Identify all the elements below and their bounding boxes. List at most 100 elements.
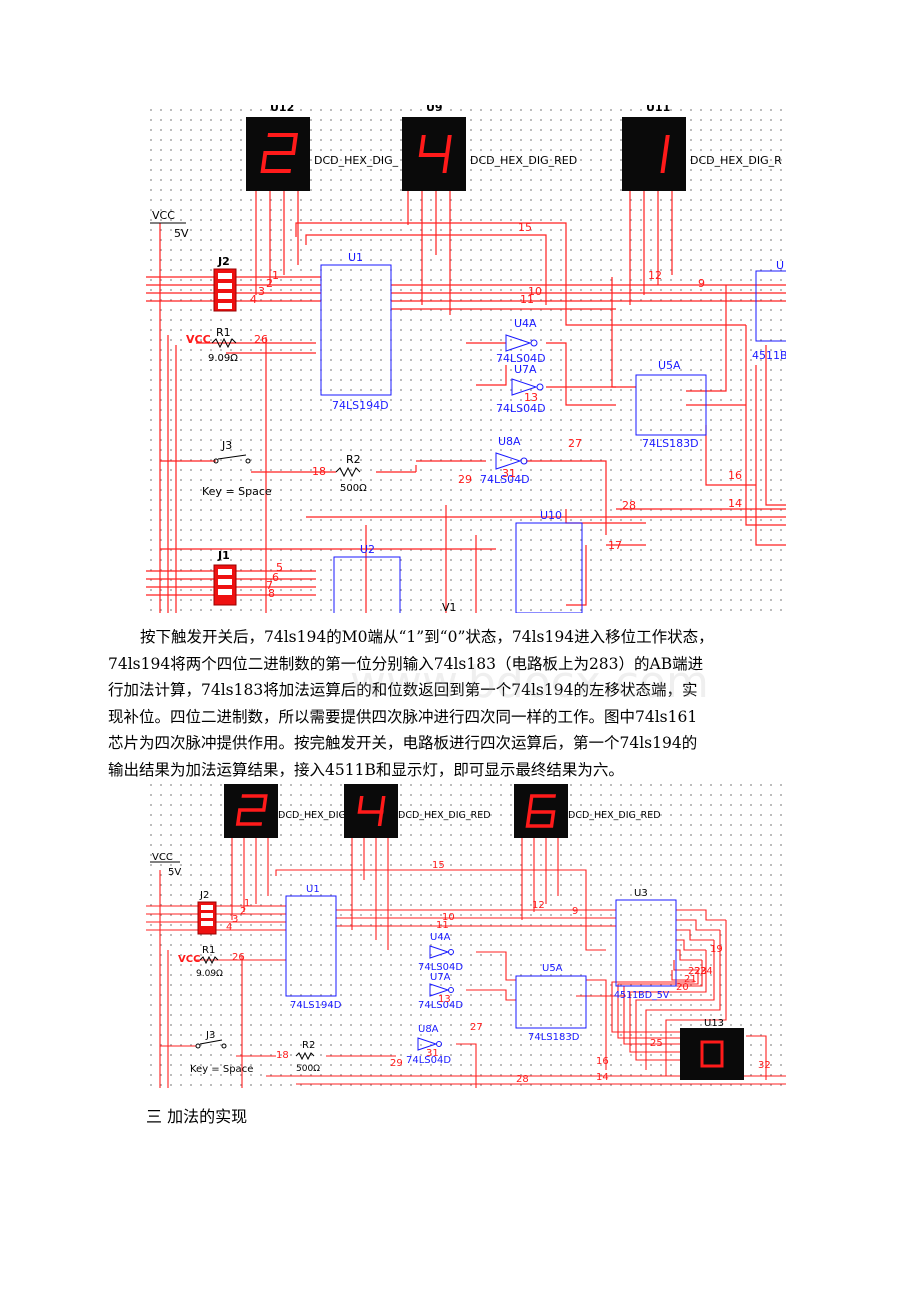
svg-text:31: 31 bbox=[502, 467, 516, 480]
resistor-r2: R2 500Ω bbox=[335, 453, 367, 494]
chip-part: 74LS194D bbox=[290, 1000, 342, 1011]
circuit-diagram-1: U12 DCD_HEX_DIG_ U9 DCD_HEX_DIG_RED U11 … bbox=[146, 105, 786, 613]
svg-text:1: 1 bbox=[244, 898, 250, 909]
svg-text:3: 3 bbox=[232, 914, 238, 925]
svg-text:11: 11 bbox=[520, 293, 534, 306]
display-u13: U13 bbox=[680, 1018, 744, 1080]
inverter-u4a: U4A 74LS04D bbox=[496, 317, 546, 365]
svg-text:2: 2 bbox=[240, 906, 246, 917]
display-label: DCD_HEX_DIG_RED bbox=[398, 810, 491, 821]
circuit-diagram-2: DCD_HEX_DIG_ DCD_HEX_DIG_RED DCD_HEX_DIG… bbox=[146, 784, 786, 1088]
svg-text:12: 12 bbox=[532, 900, 545, 911]
svg-text:15: 15 bbox=[432, 860, 445, 871]
chip-ref: U5A bbox=[542, 963, 563, 974]
resistor-r1: VCC R1 9.09Ω bbox=[178, 945, 223, 979]
schematic-figure-2: DCD_HEX_DIG_ DCD_HEX_DIG_RED DCD_HEX_DIG… bbox=[146, 780, 786, 1088]
svg-text:7: 7 bbox=[266, 579, 273, 592]
svg-text:10: 10 bbox=[528, 285, 542, 298]
chip-part: 74LS04D bbox=[496, 402, 546, 415]
dip-switch-j1: J1 bbox=[213, 549, 237, 606]
display-label: DCD_HEX_DIG_R bbox=[690, 154, 782, 167]
r1-ref: R1 bbox=[202, 945, 215, 956]
chip-u2: U2 bbox=[333, 543, 401, 613]
display-label: DCD_HEX_DIG_RED bbox=[470, 154, 577, 167]
resistor-r1: VCC R1 9.09Ω bbox=[186, 326, 238, 364]
chip-u1: U1 74LS194D bbox=[320, 251, 392, 412]
r1-supply: VCC bbox=[178, 954, 200, 965]
chip-u10: U10 bbox=[515, 509, 583, 613]
svg-text:13: 13 bbox=[524, 391, 538, 404]
svg-text:16: 16 bbox=[728, 469, 742, 482]
dip-switch-j2: J2 bbox=[213, 255, 237, 312]
chip-ref: U13 bbox=[704, 1018, 724, 1029]
section-heading: 三 加法的实现 bbox=[146, 1107, 248, 1126]
svg-text:28: 28 bbox=[622, 499, 636, 512]
display-1: DCD_HEX_DIG_ bbox=[224, 784, 351, 838]
vcc-value: 5V bbox=[168, 867, 181, 878]
svg-text:3: 3 bbox=[258, 285, 265, 298]
r2-ref: R2 bbox=[302, 1040, 315, 1051]
svg-text:4: 4 bbox=[250, 293, 257, 306]
inverter-u7a: U7A 74LS04D bbox=[496, 363, 546, 415]
paragraph-line: 74ls194将两个四位二进制数的第一位分别输入74ls183（电路板上为283… bbox=[108, 654, 704, 673]
chip-ref: U4A bbox=[430, 932, 451, 943]
chip-ref: U2 bbox=[360, 543, 375, 556]
chip-part: 74LS194D bbox=[332, 399, 389, 412]
j1-label: J1 bbox=[217, 549, 230, 562]
svg-text:18: 18 bbox=[312, 465, 326, 478]
svg-text:10: 10 bbox=[442, 912, 455, 923]
svg-text:24: 24 bbox=[700, 966, 713, 977]
wire-net bbox=[146, 838, 786, 1088]
chip-u3: U3 4511BD_5V bbox=[614, 888, 677, 1001]
vcc-label: VCC bbox=[152, 852, 173, 863]
chip-part: 74LS183D bbox=[642, 437, 699, 450]
chip-u5a: U5A 74LS183D bbox=[515, 963, 587, 1043]
chip-ref: U7A bbox=[514, 363, 537, 376]
inverter-u4a: U4A 74LS04D bbox=[418, 932, 463, 973]
v1-label: V1 bbox=[442, 601, 457, 613]
r1-value: 9.09Ω bbox=[196, 969, 223, 979]
vcc-source: VCC 5V bbox=[150, 852, 181, 878]
display-label: DCD_HEX_DIG_ bbox=[278, 810, 351, 821]
chip-u1: U1 74LS194D bbox=[285, 884, 342, 1011]
inverter-u8a: U8A 74LS04D bbox=[406, 1024, 451, 1066]
r1-ref: R1 bbox=[216, 326, 231, 339]
paragraph-line: 行加法计算，74ls183将加法运算后的和位数返回到第一个74ls194的左移状… bbox=[108, 681, 698, 699]
j3-key-label: Key = Space bbox=[202, 485, 272, 498]
paragraph-line: 按下触发开关后，74ls194的M0端从“1”到“0”状态，74ls194进入移… bbox=[140, 628, 714, 646]
r1-value: 9.09Ω bbox=[208, 353, 238, 364]
svg-text:26: 26 bbox=[232, 952, 245, 963]
svg-text:31: 31 bbox=[426, 1048, 439, 1059]
display-2: DCD_HEX_DIG_RED bbox=[344, 784, 491, 838]
chip-ref: U bbox=[776, 259, 784, 272]
svg-text:18: 18 bbox=[276, 1050, 289, 1061]
svg-text:16: 16 bbox=[596, 1056, 609, 1067]
svg-text:29: 29 bbox=[458, 473, 472, 486]
svg-text:17: 17 bbox=[608, 539, 622, 552]
svg-text:6: 6 bbox=[272, 571, 279, 584]
display-label: DCD_HEX_DIG_RED bbox=[568, 810, 661, 821]
svg-text:32: 32 bbox=[758, 1060, 771, 1071]
chip-part: 74LS04D bbox=[418, 962, 463, 973]
chip-ref: U8A bbox=[418, 1024, 439, 1035]
chip-u5a: U5A 74LS183D bbox=[635, 359, 707, 450]
push-switch-j3: J3 Key = Space bbox=[202, 439, 272, 498]
svg-text:9: 9 bbox=[698, 277, 705, 290]
r2-value: 500Ω bbox=[296, 1064, 320, 1074]
chip-ref: U5A bbox=[658, 359, 681, 372]
display-u9: U9 DCD_HEX_DIG_RED bbox=[402, 105, 577, 191]
net-labels: 15 1 2 3 4 12 9 10 11 26 13 27 18 31 29 … bbox=[250, 221, 742, 600]
display-ref: U12 bbox=[270, 105, 294, 114]
dip-switch-j2: J2 bbox=[197, 890, 217, 935]
svg-text:28: 28 bbox=[516, 1074, 529, 1085]
svg-text:13: 13 bbox=[438, 994, 451, 1005]
inverter-u7a: U7A 74LS04D bbox=[418, 972, 463, 1011]
chip-part: 74LS183D bbox=[528, 1032, 580, 1043]
svg-text:22: 22 bbox=[688, 966, 701, 977]
vcc-label: VCC bbox=[152, 209, 175, 222]
wire-net bbox=[146, 191, 786, 613]
chip-ref: U4A bbox=[514, 317, 537, 330]
paragraph-line: 输出结果为加法运算结果，接入4511B和显示灯，即可显示最终结果为六。 bbox=[108, 760, 624, 779]
chip-4511b: U 4511B bbox=[752, 259, 786, 362]
r1-supply: VCC bbox=[186, 333, 211, 346]
